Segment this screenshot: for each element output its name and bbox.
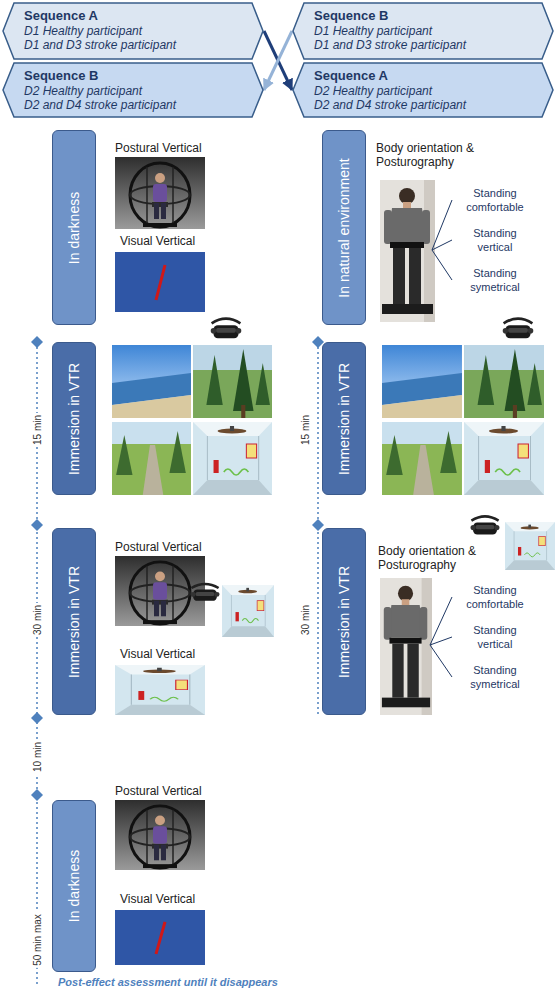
banner-shape	[3, 63, 263, 117]
rotating-chair-image	[115, 800, 205, 870]
sequence-detail: D1 Healthy participant	[24, 24, 250, 38]
posture-condition: Standing vertical	[455, 226, 535, 254]
leader-lines	[430, 597, 452, 677]
assessment-label: Body orientation & Posturography	[378, 544, 503, 572]
leader-lines	[432, 200, 452, 280]
standing-person-photo	[380, 180, 435, 322]
sequence-detail: D1 Healthy participant	[314, 24, 540, 38]
banner-text-group: Sequence BD1 Healthy participantD1 and D…	[292, 2, 554, 57]
sequence-detail: D2 Healthy participant	[24, 84, 250, 98]
phase-label: Immersion in VTR	[336, 565, 352, 677]
note-text: Post-effect assessment until it disappea…	[58, 976, 278, 989]
timeline-markers	[31, 336, 324, 801]
leader-line	[432, 240, 452, 250]
posture-condition: Standing symetrical	[455, 663, 535, 691]
sequence-banner: Sequence AD2 Healthy participantD2 and D…	[292, 62, 554, 118]
phase-label: In darkness	[66, 191, 82, 263]
phase-box: Immersion in VTR	[322, 342, 366, 495]
duration-label: 15 min	[300, 413, 312, 447]
leader-line	[430, 645, 452, 677]
vr-room-image	[505, 522, 555, 570]
sequence-banner: Sequence BD2 Healthy participantD2 and D…	[2, 62, 264, 118]
time-diamond	[31, 336, 43, 348]
phase-box: In natural environment	[322, 130, 366, 325]
leader-line	[430, 597, 452, 645]
sequence-title: Sequence A	[314, 68, 540, 84]
phase-label: In natural environment	[336, 158, 352, 297]
sequence-detail: D1 and D3 stroke participant	[24, 38, 250, 52]
vr-room-image	[222, 585, 274, 637]
banner-shape	[293, 3, 553, 59]
duration-label: 30 min	[32, 603, 44, 637]
assessment-label: Postural Vertical	[115, 540, 202, 554]
banner-text-group: Sequence AD2 Healthy participantD2 and D…	[292, 62, 554, 117]
phase-box: In darkness	[52, 130, 96, 325]
duration-label: 50 min max	[32, 912, 44, 968]
sequence-banner: Sequence BD1 Healthy participantD1 and D…	[292, 2, 554, 60]
assessment-label: Postural Vertical	[115, 141, 202, 155]
posture-condition: Standing symetrical	[455, 266, 535, 294]
banner-text-group: Sequence BD2 Healthy participantD2 and D…	[2, 62, 264, 117]
rotating-chair-image	[115, 157, 205, 229]
sequence-banner: Sequence AD1 Healthy participantD1 and D…	[2, 2, 264, 60]
leader-line	[432, 250, 452, 280]
phase-box: Immersion in VTR	[52, 342, 96, 495]
sequence-arrow	[264, 31, 292, 90]
posture-condition: Standing comfortable	[455, 583, 535, 611]
phase-label: Immersion in VTR	[66, 362, 82, 474]
time-diamond	[312, 519, 324, 531]
sequence-detail: D1 and D3 stroke participant	[314, 38, 540, 52]
assessment-label: Visual Vertical	[120, 892, 195, 906]
visual-vertical-image	[115, 252, 205, 312]
vr-scenes-collage	[382, 345, 544, 495]
sequence-detail: D2 Healthy participant	[314, 84, 540, 98]
standing-person-photo	[380, 578, 432, 715]
timeline	[37, 342, 318, 985]
duration-label: 10 min	[32, 740, 44, 774]
vr-headset-icon	[191, 584, 220, 601]
vr-room-image	[115, 665, 205, 715]
vr-scenes-collage	[112, 345, 272, 495]
duration-label: 15 min	[32, 413, 44, 447]
assessment-label: Visual Vertical	[120, 234, 195, 248]
vr-headset-icon	[471, 516, 500, 534]
banner-text-group: Sequence AD1 Healthy participantD1 and D…	[2, 2, 264, 57]
banner-shape	[293, 63, 553, 117]
posture-condition: Standing vertical	[455, 623, 535, 651]
posture-condition: Standing comfortable	[455, 186, 535, 214]
time-diamond	[31, 519, 43, 531]
duration-label: 30 min	[300, 603, 312, 637]
sequence-title: Sequence A	[24, 8, 250, 24]
assessment-label: Body orientation & Posturography	[376, 141, 506, 169]
banner-shape	[3, 3, 263, 59]
phase-label: Immersion in VTR	[66, 565, 82, 677]
assessment-label: Visual Vertical	[120, 647, 195, 661]
sequence-arrow	[264, 31, 292, 90]
phase-label: In darkness	[66, 850, 82, 922]
phase-label: Immersion in VTR	[336, 362, 352, 474]
sequence-detail: D2 and D4 stroke participant	[314, 98, 540, 112]
phase-box: Immersion in VTR	[322, 528, 366, 715]
phase-box: In darkness	[52, 800, 96, 972]
phase-box: Immersion in VTR	[52, 528, 96, 715]
rotating-chair-image	[115, 556, 205, 626]
sequence-title: Sequence B	[314, 8, 540, 24]
time-diamond	[31, 789, 43, 801]
visual-vertical-image	[115, 910, 205, 965]
leader-line	[430, 637, 452, 645]
sequence-title: Sequence B	[24, 68, 250, 84]
assessment-label: Postural Vertical	[115, 784, 202, 798]
vr-headset-icon	[503, 319, 534, 339]
sequence-detail: D2 and D4 stroke participant	[24, 98, 250, 112]
time-diamond	[31, 712, 43, 724]
leader-line	[432, 200, 452, 250]
vr-headset-icon	[211, 319, 242, 339]
